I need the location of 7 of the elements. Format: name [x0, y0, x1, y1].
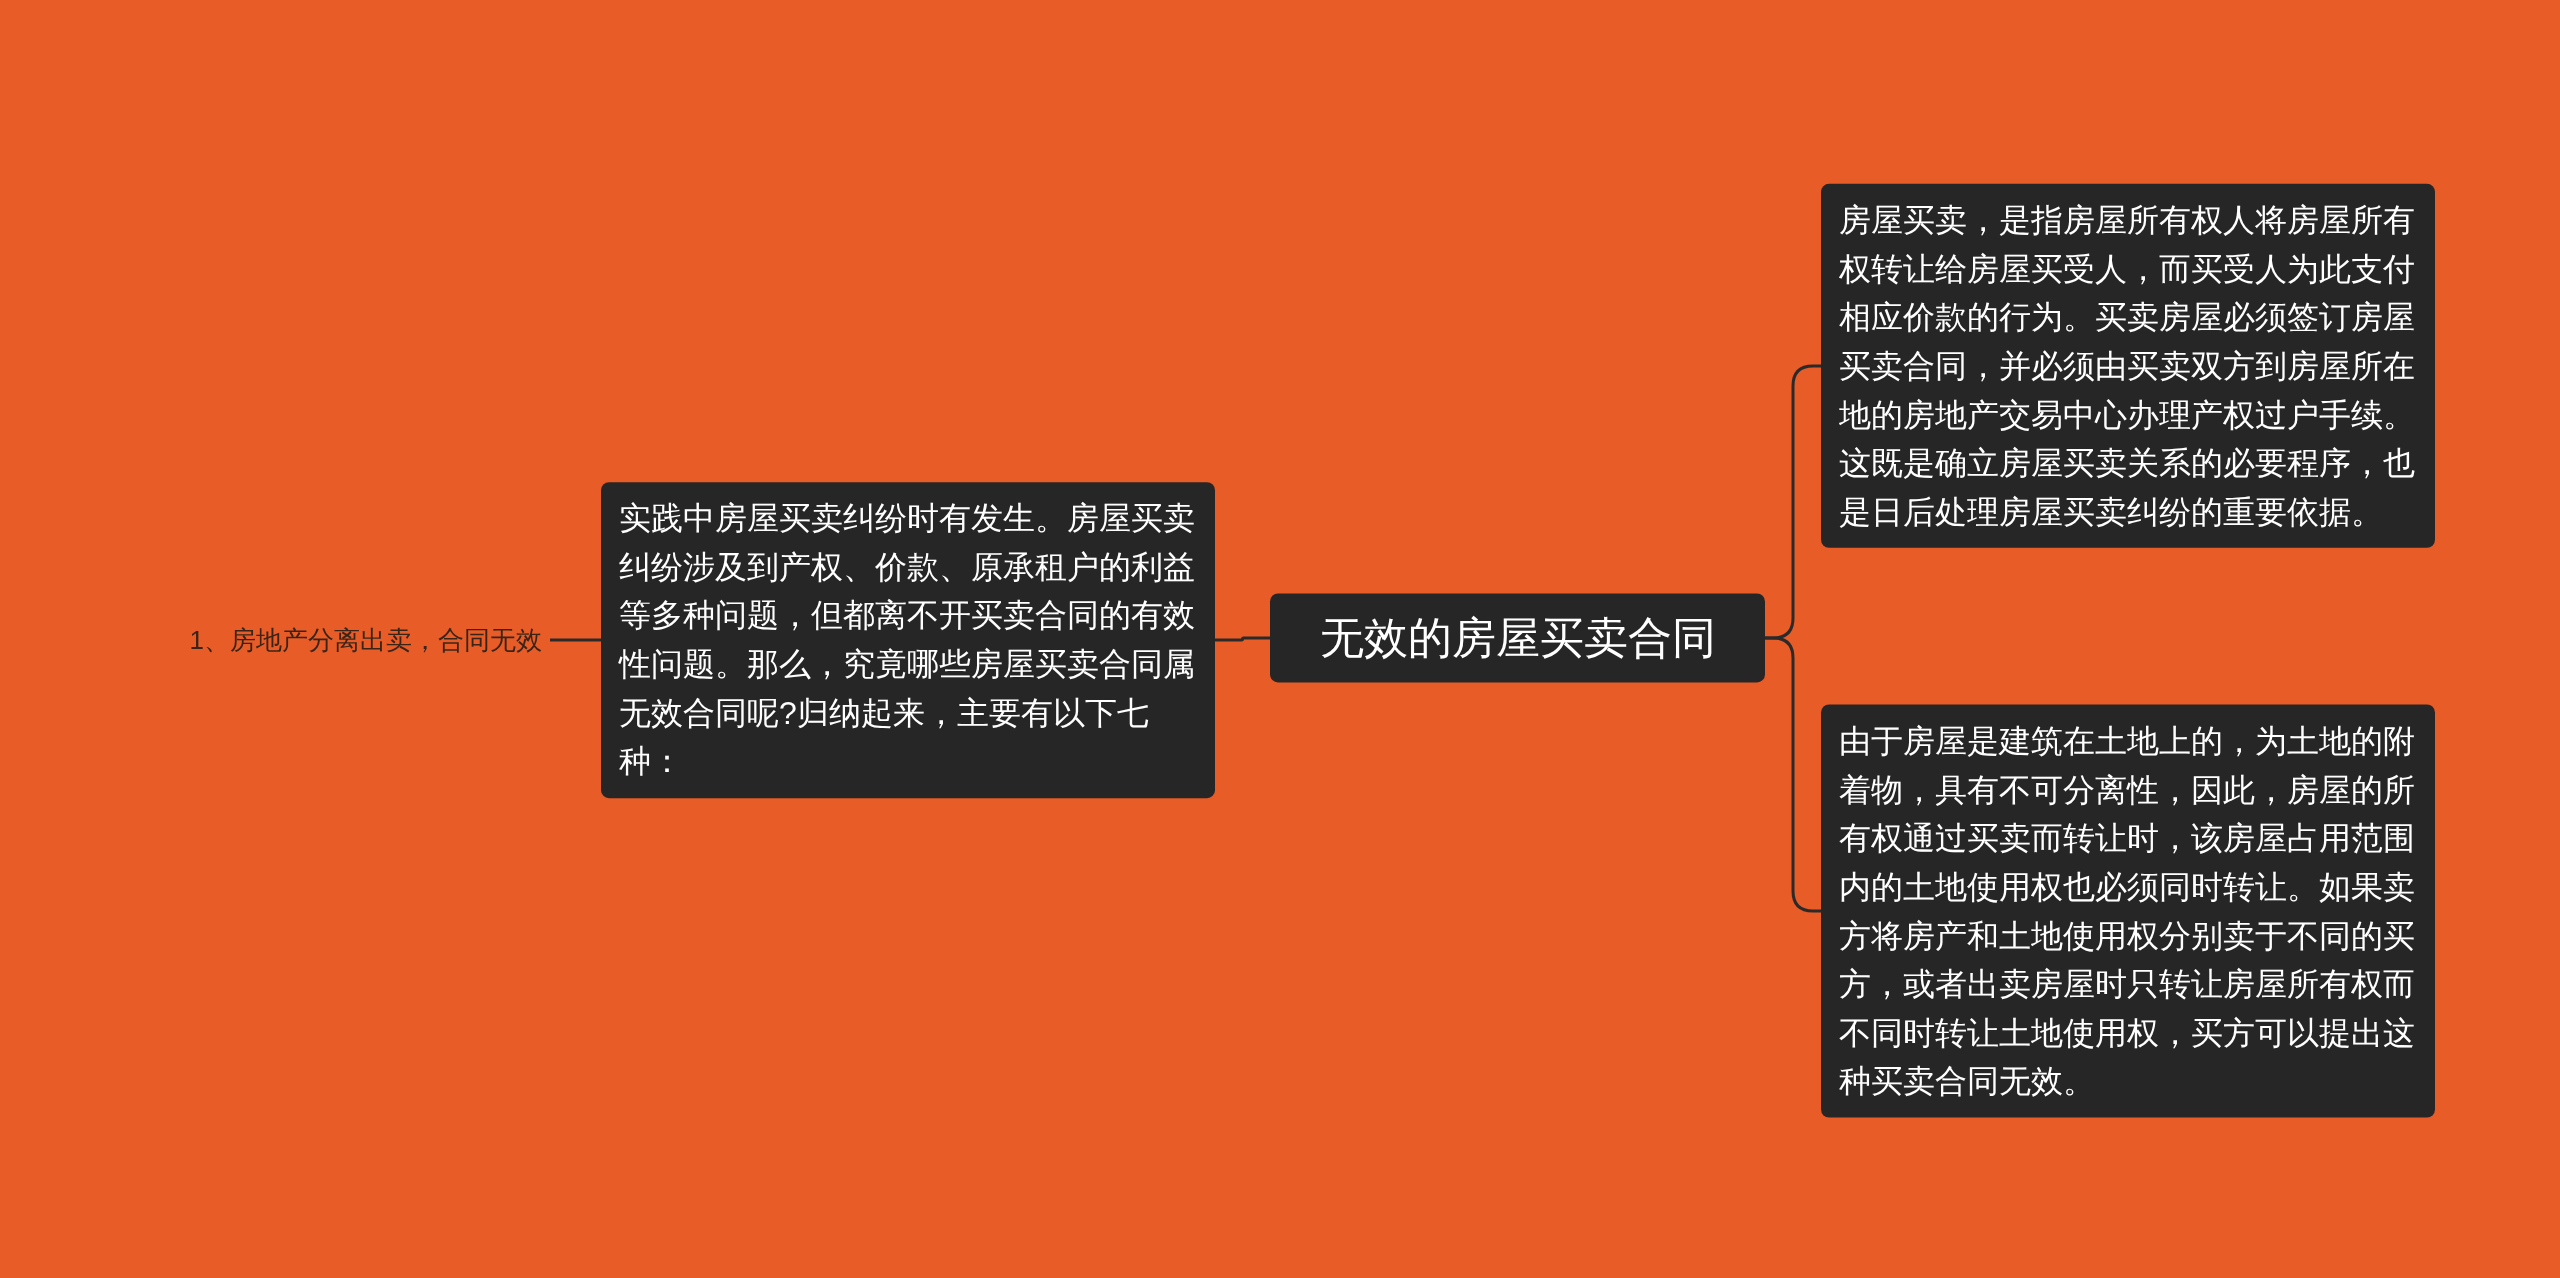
text-box: 实践中房屋买卖纠纷时有发生。房屋买卖纠纷涉及到产权、价款、原承租户的利益等多种问题，但都离不开买卖合同的有效性问题。那么，究竟哪些房屋买卖合同属无效合同呢?归纳起来，主要有以下七种：: [601, 482, 1215, 798]
topic-box: 无效的房屋买卖合同: [1270, 593, 1765, 683]
connector-line: [1215, 636, 1270, 642]
text-box: 房屋买卖，是指房屋所有权人将房屋所有权转让给房屋买受人，而买受人为此支付相应价款的行为。买卖房屋必须签订房屋买卖合同，并必须由买卖双方到房屋所在地的房地产交易中心办理产权过户手续。这既是确立房屋买卖关系的必要程序，也是日后处理房屋买卖纠纷的重要依据。: [1821, 183, 2435, 549]
connector-line: [550, 638, 601, 642]
text-box: 由于房屋是建筑在土地上的，为土地的附着物，具有不可分离性，因此，房屋的所有权通过买卖而转让时，该房屋占用范围内的土地使用权也必须同时转让。如果卖方将房产和土地使用权分别卖于不同的买方，或者出卖房屋时只转让房屋所有权而不同时转让土地使用权，买方可以提出这种买卖合同无效。: [1821, 704, 2435, 1118]
branch-label: 1、房地产分离出卖，合同无效: [120, 621, 550, 659]
